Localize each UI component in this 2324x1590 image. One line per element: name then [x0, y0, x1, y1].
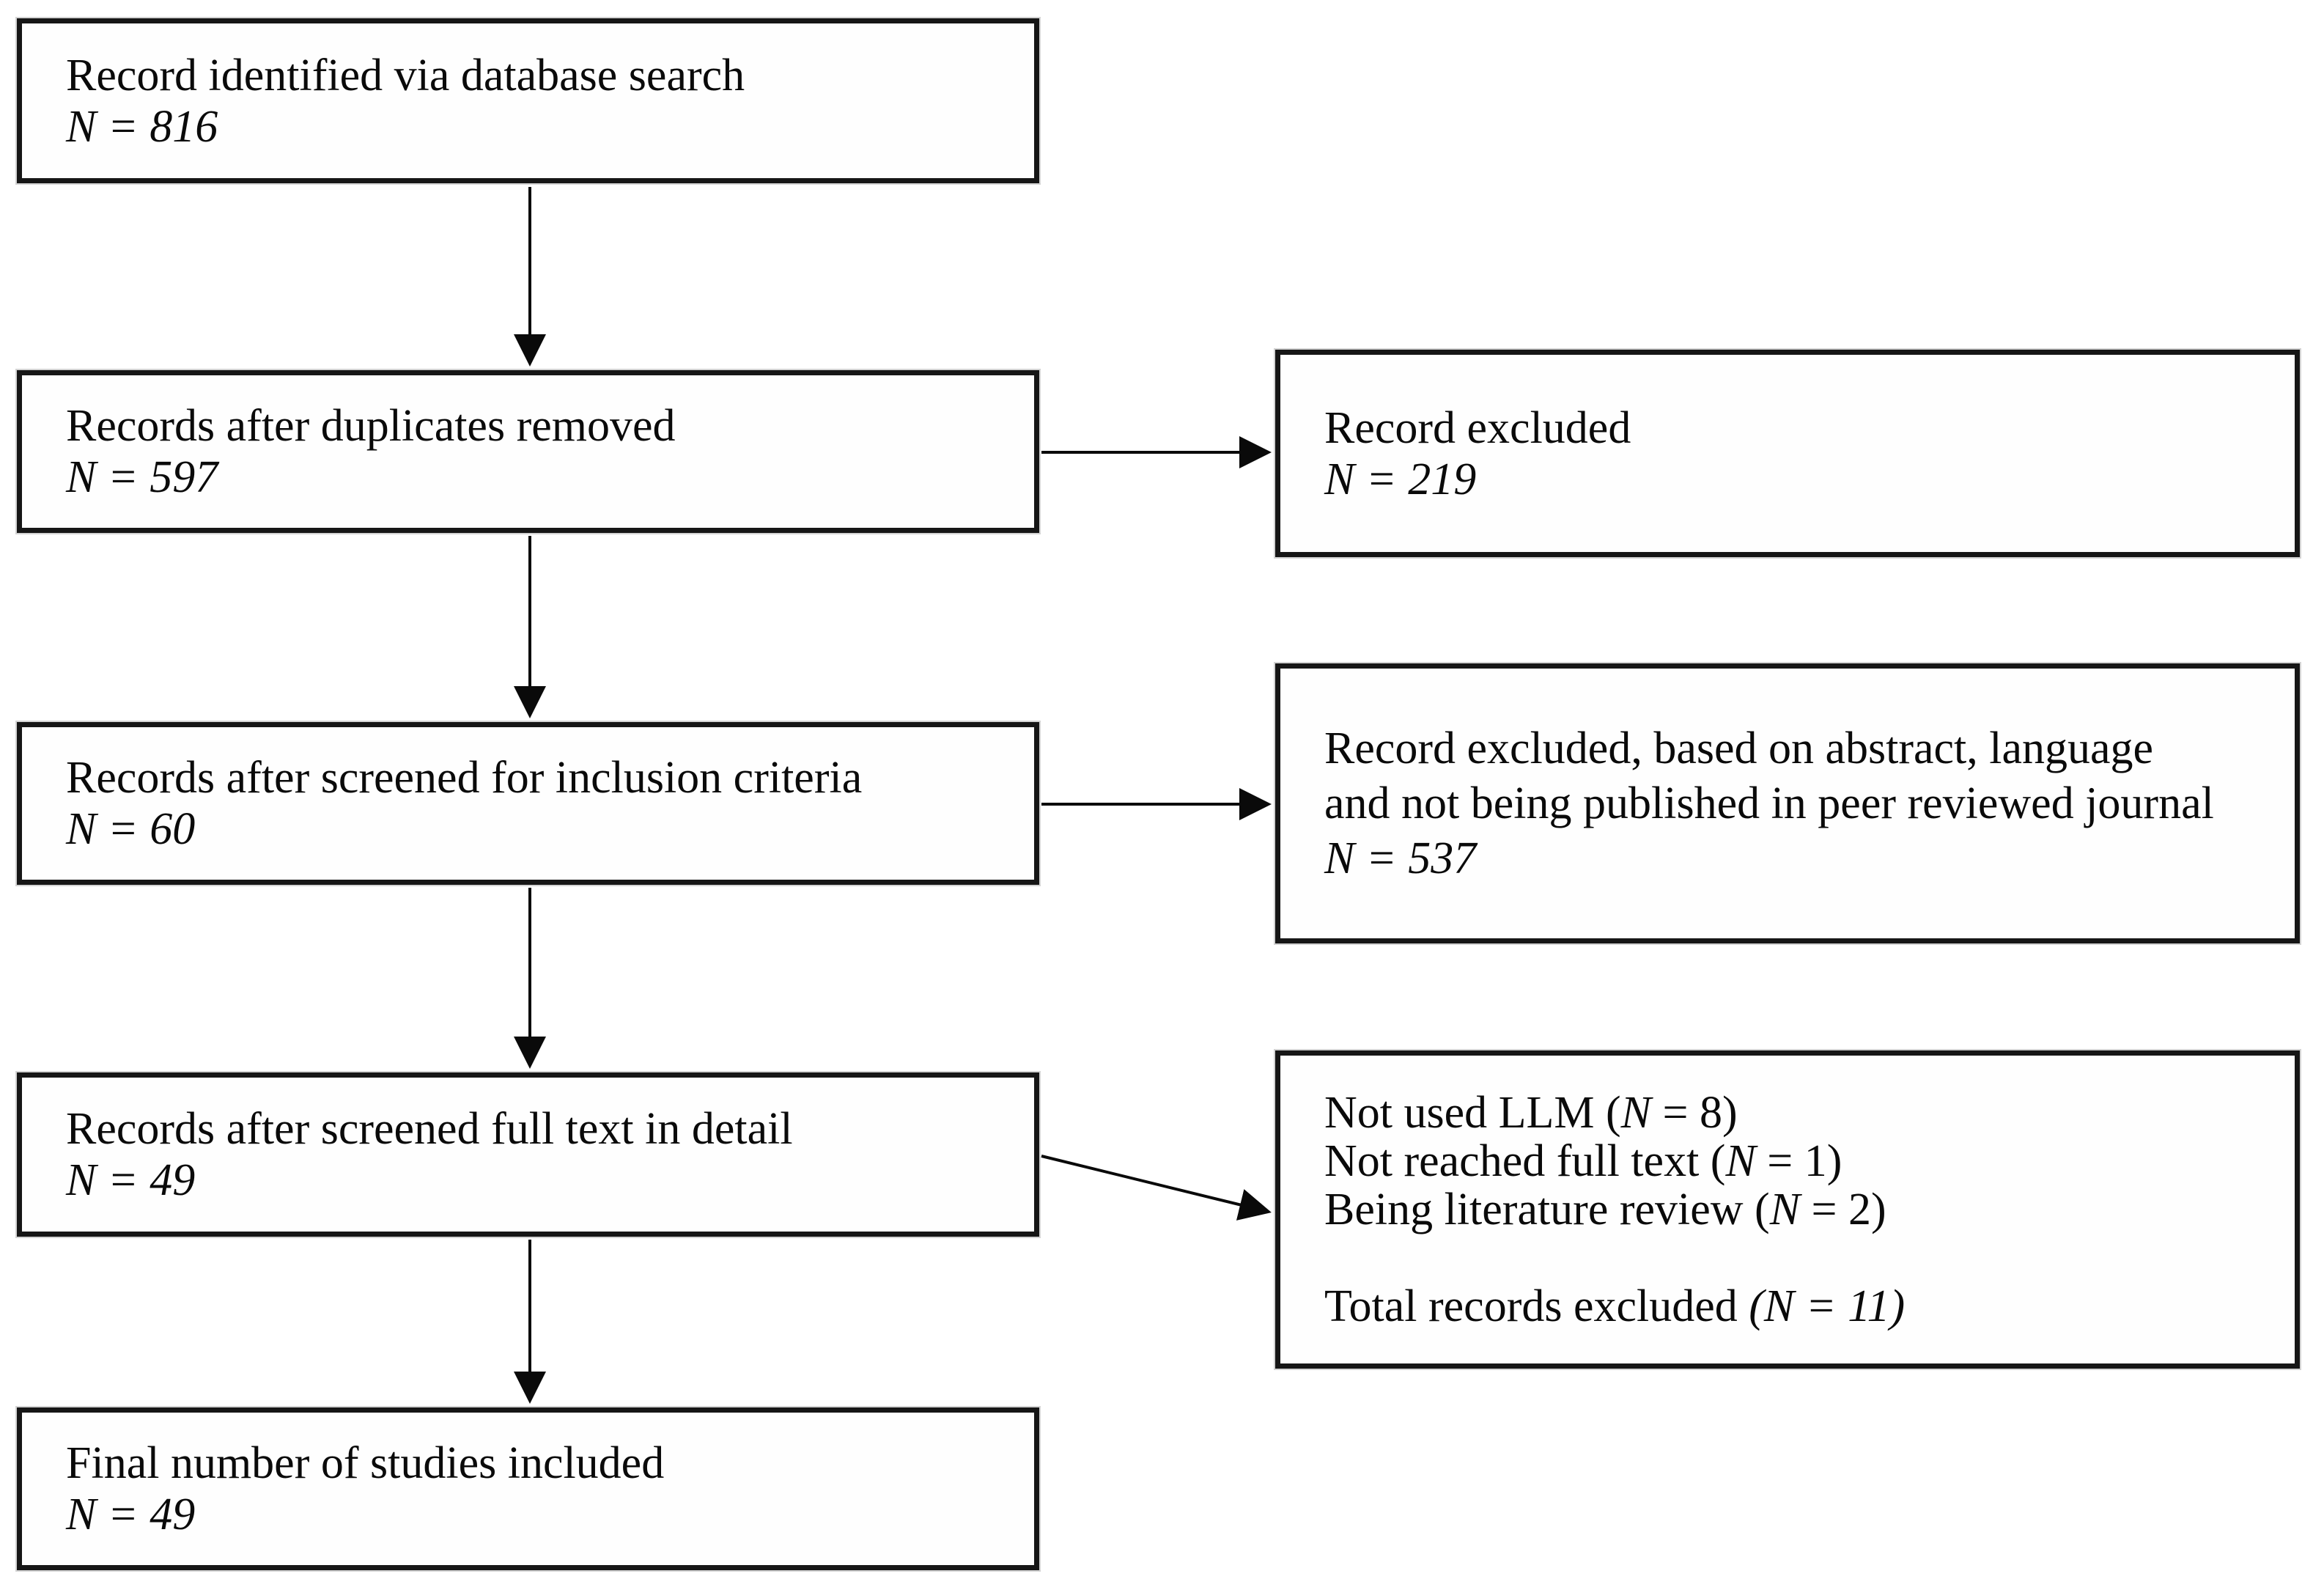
- box-records-fulltext-screened: Records after screened full text in deta…: [17, 1072, 1039, 1237]
- records-identified-label: Record identified via database search: [66, 50, 745, 100]
- box-records-identified: Record identified via database search N …: [17, 18, 1039, 183]
- blank-line: [1324, 1234, 2273, 1282]
- reason1-value: = 8): [1651, 1088, 1738, 1138]
- fulltext-screened-label: Records after screened full text in deta…: [66, 1104, 793, 1154]
- reason1-text: Not used LLM (: [1324, 1088, 1621, 1138]
- inclusion-screened-count: N = 60: [66, 804, 196, 854]
- total-excluded-value: (N = 11): [1749, 1281, 1906, 1331]
- excluded-duplicates-count: N = 219: [1324, 454, 1477, 504]
- reason1-n-symbol: N: [1620, 1088, 1652, 1138]
- box-records-excluded-fulltext: Not used LLM (N = 8) Not reached full te…: [1275, 1050, 2300, 1369]
- arrow-fulltext-screened-to-excluded-fulltext: [1041, 1155, 1272, 1221]
- excluded-abstract-label-line1: Record excluded, based on abstract, lang…: [1324, 723, 2154, 773]
- exclusion-reason-literature-review: Being literature review (N = 2): [1324, 1185, 2273, 1234]
- box-record-excluded-duplicates: Record excluded N = 219: [1275, 350, 2300, 557]
- excluded-abstract-count: N = 537: [1324, 833, 1477, 883]
- total-records-excluded-line: Total records excluded (N = 11): [1324, 1282, 2273, 1330]
- excluded-abstract-label-line2: and not being published in peer reviewed…: [1324, 778, 2214, 828]
- reason2-text: Not reached full text (: [1324, 1136, 1726, 1186]
- inclusion-screened-label: Records after screened for inclusion cri…: [66, 753, 863, 803]
- reason3-value: = 2): [1800, 1185, 1886, 1234]
- final-included-label: Final number of studies included: [66, 1438, 665, 1488]
- duplicates-removed-label: Records after duplicates removed: [66, 401, 676, 451]
- exclusion-reason-not-reached-fulltext: Not reached full text (N = 1): [1324, 1137, 2273, 1185]
- box-records-inclusion-screened: Records after screened for inclusion cri…: [17, 722, 1039, 885]
- reason3-n-symbol: N: [1769, 1185, 1801, 1234]
- box-final-studies-included: Final number of studies included N = 49: [17, 1407, 1039, 1570]
- fulltext-screened-count: N = 49: [66, 1155, 196, 1205]
- excluded-duplicates-label: Record excluded: [1324, 402, 1631, 453]
- duplicates-removed-count: N = 597: [66, 452, 218, 502]
- total-excluded-text: Total records excluded: [1324, 1281, 1749, 1331]
- box-record-excluded-abstract: Record excluded, based on abstract, lang…: [1275, 663, 2300, 943]
- reason3-text: Being literature review (: [1324, 1185, 1770, 1234]
- records-identified-count: N = 816: [66, 101, 218, 152]
- box-records-after-duplicates-removed: Records after duplicates removed N = 597: [17, 370, 1039, 533]
- reason2-n-symbol: N: [1725, 1136, 1756, 1186]
- exclusion-reason-not-used-llm: Not used LLM (N = 8): [1324, 1089, 2273, 1137]
- final-included-count: N = 49: [66, 1490, 196, 1539]
- reason2-value: = 1): [1755, 1136, 1842, 1186]
